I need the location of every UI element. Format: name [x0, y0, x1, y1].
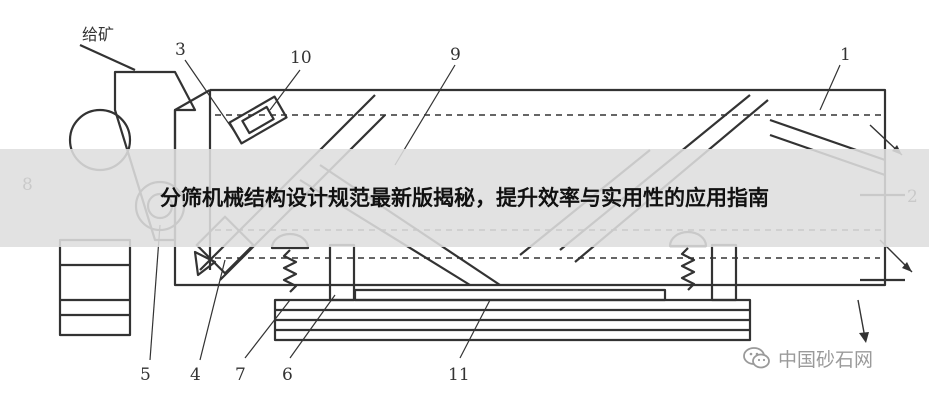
title-banner: 分筛机械结构设计规范最新版揭秘，提升效率与实用性的应用指南 [0, 149, 929, 247]
part-label-1: 1 [840, 45, 851, 65]
part-label-4: 4 [190, 365, 201, 385]
feed-label: 给矿 [82, 25, 114, 44]
spring-left [282, 249, 298, 293]
part-label-11: 11 [448, 365, 470, 385]
part-label-5: 5 [140, 365, 151, 385]
wechat-icon [743, 347, 770, 369]
watermark-text: 中国砂石网 [778, 348, 874, 371]
part-label-3: 3 [175, 40, 186, 60]
part-label-6: 6 [282, 365, 293, 385]
screen-frame [173, 88, 887, 287]
part-label-10: 10 [290, 48, 312, 68]
spring-right [680, 247, 696, 291]
banner-title: 分筛机械结构设计规范最新版揭秘，提升效率与实用性的应用指南 [160, 185, 769, 210]
part-label-7: 7 [235, 365, 246, 385]
part-label-9: 9 [450, 45, 461, 65]
watermark: 中国砂石网 [742, 343, 873, 373]
